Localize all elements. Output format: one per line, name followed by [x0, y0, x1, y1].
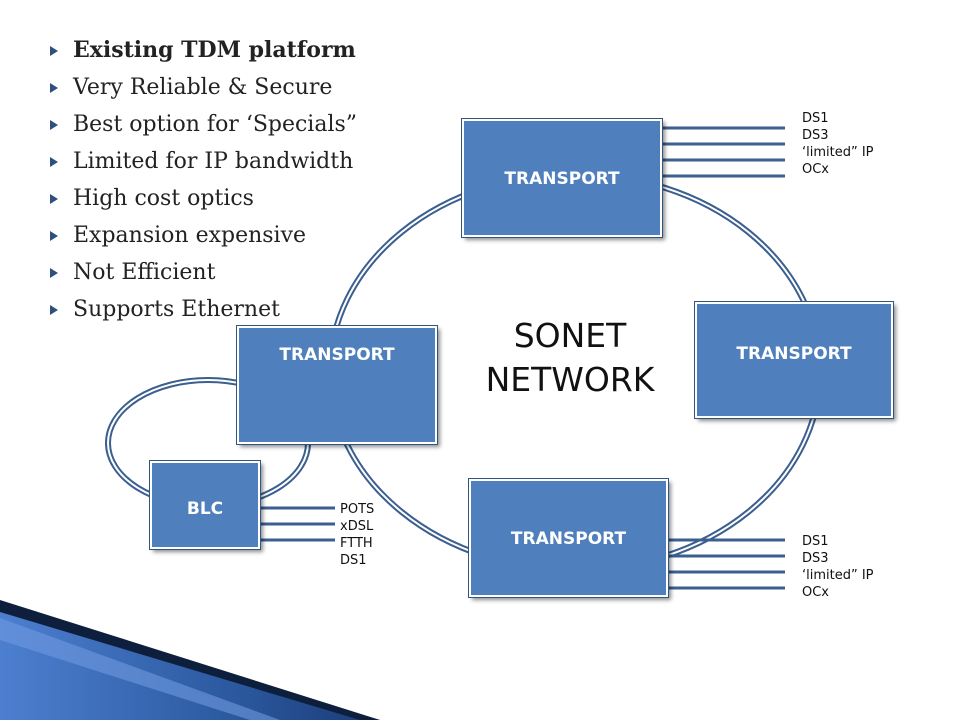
link-label: DS3: [802, 128, 829, 143]
link-label: DS1: [802, 111, 829, 126]
decorative-banner: [0, 600, 380, 720]
link-label: ‘limited” IP: [802, 568, 874, 583]
blc-node-label: BLC: [186, 499, 224, 519]
transport-node-label: TRANSPORT: [510, 529, 627, 549]
link-label: FTTH: [340, 536, 373, 551]
bullet-item: Supports Ethernet: [50, 291, 357, 328]
bullet-arrow-icon: [50, 83, 58, 93]
link-label: DS1: [802, 534, 829, 549]
link-label: DS1: [340, 553, 367, 568]
bullet-item: Existing TDM platform: [50, 32, 357, 69]
link-label: ‘limited” IP: [802, 145, 874, 160]
transport-node-label: TRANSPORT: [736, 344, 852, 364]
bullet-arrow-icon: [50, 157, 58, 167]
bullet-arrow-icon: [50, 305, 58, 315]
transport-node-bottom: TRANSPORT: [469, 479, 668, 597]
network-title-line1: SONET: [513, 316, 627, 355]
transport-node-right: TRANSPORT: [695, 302, 893, 418]
bullet-item: Expansion expensive: [50, 217, 357, 254]
top-link-lines: [660, 126, 785, 178]
bullet-arrow-icon: [50, 120, 58, 130]
link-label: OCx: [802, 585, 830, 600]
transport-node-top: TRANSPORT: [462, 119, 662, 237]
bottom-link-labels: DS1 DS3 ‘limited” IP OCx: [802, 533, 874, 601]
blc-link-lines: [258, 506, 335, 542]
link-label: POTS: [340, 502, 375, 517]
blc-node: BLC: [150, 461, 260, 549]
bullet-item: Best option for ‘Specials”: [50, 106, 357, 143]
network-title-line2: NETWORK: [485, 360, 655, 399]
bullet-arrow-icon: [50, 46, 58, 56]
bullet-item: Limited for IP bandwidth: [50, 143, 357, 180]
link-label: DS3: [802, 551, 829, 566]
bullet-item: Very Reliable & Secure: [50, 69, 357, 106]
top-link-labels: DS1 DS3 ‘limited” IP OCx: [802, 110, 874, 178]
link-label: xDSL: [340, 519, 374, 534]
bullet-arrow-icon: [50, 194, 58, 204]
bullet-item: High cost optics: [50, 180, 357, 217]
bullet-item: Not Efficient: [50, 254, 357, 291]
bullet-arrow-icon: [50, 268, 58, 278]
network-title: SONET NETWORK: [470, 314, 670, 402]
link-label: OCx: [802, 162, 830, 177]
blc-link-labels: POTS xDSL FTTH DS1: [340, 501, 374, 569]
bottom-link-lines: [665, 538, 785, 590]
transport-node-left: TRANSPORT: [237, 326, 437, 444]
feature-bullet-list: Existing TDM platform Very Reliable & Se…: [50, 32, 357, 328]
transport-node-label: TRANSPORT: [504, 169, 620, 189]
bullet-arrow-icon: [50, 231, 58, 241]
transport-node-label: TRANSPORT: [279, 345, 395, 365]
